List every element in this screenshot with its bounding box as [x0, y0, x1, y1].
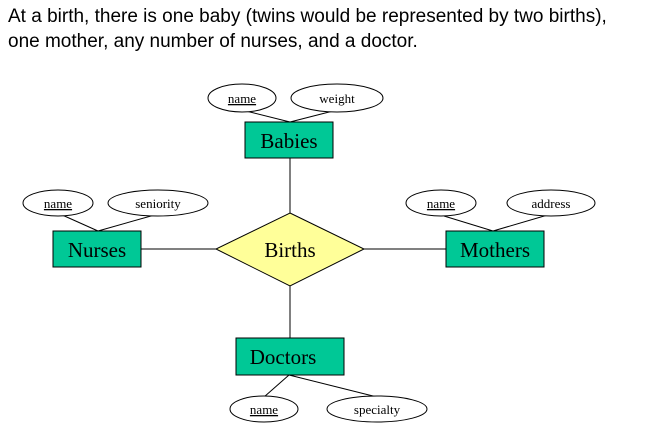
- entity-babies-label: Babies: [260, 129, 317, 153]
- attribute-babies-name: name: [207, 83, 277, 113]
- attribute-doctors-specialty: specialty: [326, 395, 428, 423]
- attribute-nurses-name: name: [22, 189, 94, 217]
- connector-lines: [59, 110, 552, 398]
- attribute-mothers-address: address: [506, 189, 596, 217]
- attribute-mothers-name-label: name: [427, 196, 455, 211]
- entity-mothers: Mothers: [445, 230, 545, 268]
- entity-mothers-label: Mothers: [460, 238, 530, 262]
- line-nurses-name: [59, 213, 99, 232]
- attribute-doctors-name: name: [229, 395, 299, 423]
- line-mothers-name: [443, 215, 494, 232]
- attribute-mothers-address-label: address: [532, 196, 571, 211]
- entity-doctors-label: Doctors: [250, 345, 317, 369]
- entity-nurses: Nurses: [52, 230, 142, 268]
- line-babies-name: [245, 110, 291, 123]
- attribute-nurses-name-label: name: [44, 196, 72, 211]
- line-doctors-specialty: [288, 374, 378, 398]
- line-babies-weight: [289, 110, 334, 123]
- attribute-babies-name-label: name: [228, 91, 256, 106]
- attribute-nurses-seniority: seniority: [107, 189, 209, 217]
- attribute-doctors-name-label: name: [250, 402, 278, 417]
- line-mothers-address: [492, 213, 552, 232]
- line-nurses-seniority: [97, 213, 159, 232]
- attribute-mothers-name: name: [405, 189, 477, 217]
- line-doctors-name: [263, 374, 290, 398]
- entity-babies: Babies: [244, 121, 334, 159]
- relationship-births-label: Births: [264, 238, 315, 262]
- caption: At a birth, there is one baby (twins wou…: [8, 4, 656, 54]
- attribute-nurses-seniority-label: seniority: [135, 196, 181, 211]
- caption-line-2: one mother, any number of nurses, and a …: [8, 31, 418, 52]
- attribute-doctors-specialty-label: specialty: [354, 402, 401, 417]
- attribute-babies-weight-label: weight: [319, 91, 355, 106]
- attribute-babies-weight: weight: [290, 83, 384, 113]
- relationship-births: Births: [214, 212, 366, 287]
- entity-nurses-label: Nurses: [68, 238, 126, 262]
- caption-line-1: At a birth, there is one baby (twins wou…: [8, 6, 607, 27]
- entity-doctors: Doctors: [235, 337, 345, 376]
